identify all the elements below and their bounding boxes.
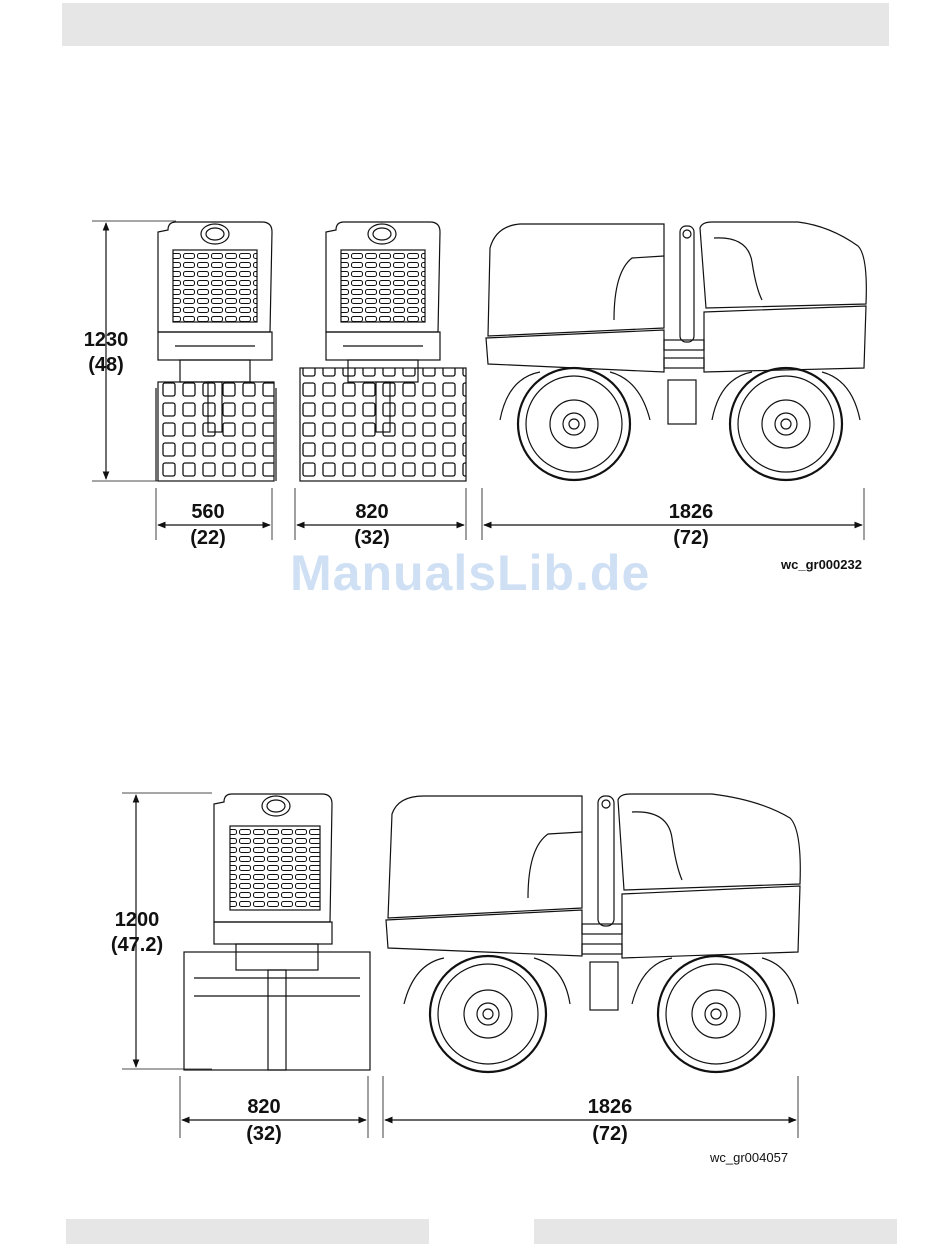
footer-bar-right [534, 1219, 897, 1244]
front-view-820 [300, 222, 466, 481]
fig2-length-in: (72) [574, 1122, 646, 1146]
figure2-drawing [122, 793, 800, 1138]
fig1-width-a-in: (22) [176, 526, 240, 550]
footer-bar-left [66, 1219, 429, 1244]
side-view-1 [486, 222, 866, 480]
side-view-2 [386, 794, 800, 1072]
figure1-drawing [92, 221, 866, 540]
fig2-height-mm: 1200 [102, 908, 172, 932]
fig1-height-in: (48) [74, 353, 138, 377]
fig1-length-mm: 1826 [655, 500, 727, 524]
fig2-height-in: (47.2) [102, 933, 172, 957]
fig1-length-in: (72) [655, 526, 727, 550]
fig1-code: wc_gr000232 [781, 557, 862, 572]
fig2-length-mm: 1826 [574, 1095, 646, 1119]
front-view-820-smooth [184, 794, 370, 1070]
fig1-width-b-mm: 820 [340, 500, 404, 524]
fig2-code: wc_gr004057 [710, 1150, 788, 1165]
fig2-width-in: (32) [232, 1122, 296, 1146]
fig1-width-a-mm: 560 [176, 500, 240, 524]
fig2-width-mm: 820 [232, 1095, 296, 1119]
fig1-height-mm: 1230 [74, 328, 138, 352]
front-view-560 [156, 222, 276, 481]
watermark: ManualsLib.de [290, 544, 650, 602]
